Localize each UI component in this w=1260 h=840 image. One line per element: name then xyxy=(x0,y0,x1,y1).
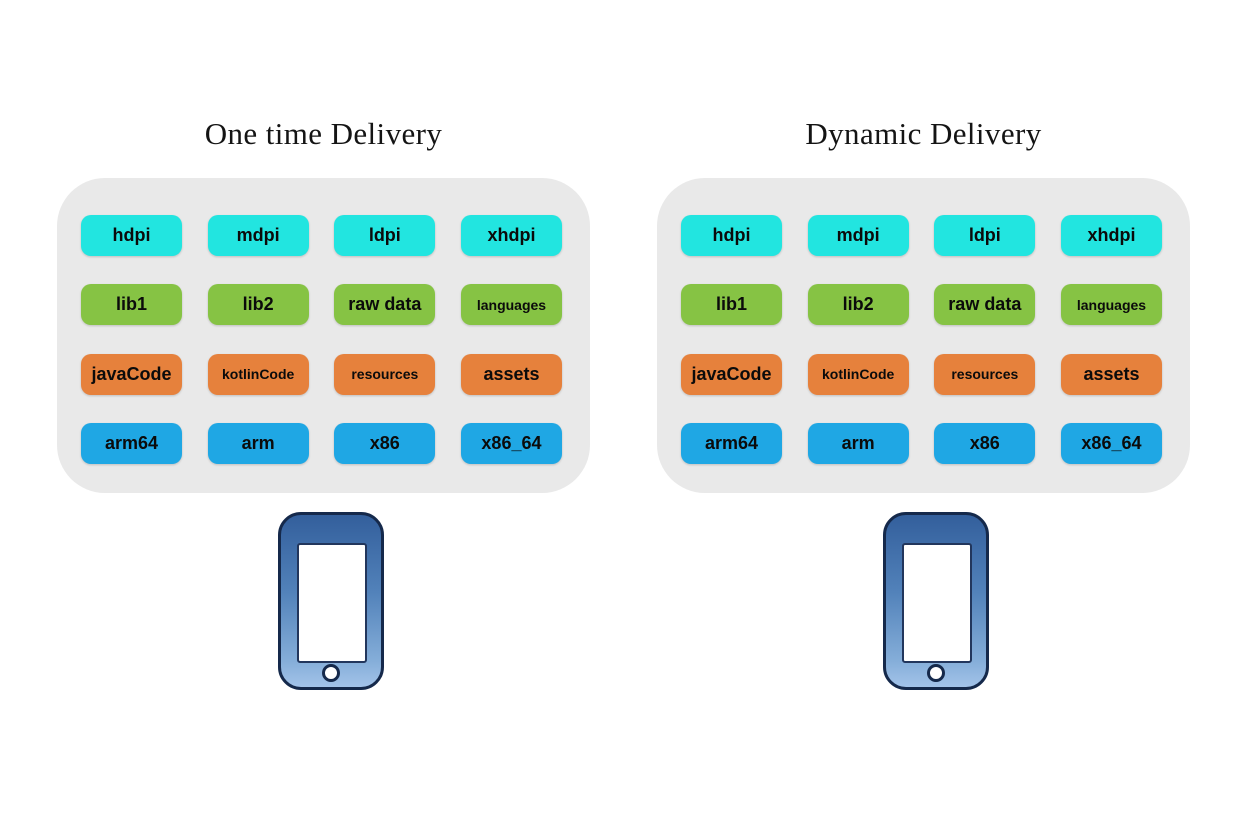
chip-languages: languages xyxy=(460,284,562,326)
phone-screen xyxy=(902,543,972,663)
chip-resources: resources xyxy=(334,353,436,395)
chip-row-orange: javaCode kotlinCode resources assets xyxy=(81,353,562,395)
chip-row-green: lib1 lib2 raw data languages xyxy=(681,284,1162,326)
dynamic-delivery-title: Dynamic Delivery xyxy=(805,116,1042,151)
chip-mdpi: mdpi xyxy=(807,215,909,256)
chip-javacode: javaCode xyxy=(81,353,182,395)
chip-lib2: lib2 xyxy=(207,284,309,326)
chip-x86: x86 xyxy=(934,422,1036,464)
chip-hdpi: hdpi xyxy=(81,215,182,256)
smartphone-icon xyxy=(883,512,989,690)
chip-row-cyan: hdpi mdpi ldpi xhdpi xyxy=(81,215,562,256)
chip-row-blue: arm64 arm x86 x86_64 xyxy=(681,422,1162,464)
chip-x86_64: x86_64 xyxy=(1060,422,1162,464)
chip-lib2: lib2 xyxy=(807,284,909,326)
chip-arm: arm xyxy=(807,422,909,464)
one-time-delivery-bundle-box: hdpi mdpi ldpi xhdpi lib1 lib2 raw data languag… xyxy=(57,178,590,493)
chip-xhdpi: xhdpi xyxy=(1060,215,1162,256)
chip-x86_64: x86_64 xyxy=(460,422,562,464)
chip-assets: assets xyxy=(460,353,562,395)
chip-arm: arm xyxy=(207,422,309,464)
chip-xhdpi: xhdpi xyxy=(460,215,562,256)
one-time-delivery-title: One time Delivery xyxy=(204,116,443,151)
chip-assets: assets xyxy=(1060,353,1162,395)
chip-row-blue: arm64 arm x86 x86_64 xyxy=(81,422,562,464)
chip-lib1: lib1 xyxy=(681,284,782,326)
phone-home-button-icon xyxy=(322,664,340,682)
chip-row-green: lib1 lib2 raw data languages xyxy=(81,284,562,326)
chip-ldpi: ldpi xyxy=(334,215,436,256)
chip-kotlincode: kotlinCode xyxy=(207,353,309,395)
chip-ldpi: ldpi xyxy=(934,215,1036,256)
chip-arm64: arm64 xyxy=(81,422,182,464)
chip-raw-data: raw data xyxy=(934,284,1036,326)
chip-x86: x86 xyxy=(334,422,436,464)
chip-arm64: arm64 xyxy=(681,422,782,464)
chip-resources: resources xyxy=(934,353,1036,395)
chip-lib1: lib1 xyxy=(81,284,182,326)
phone-screen xyxy=(297,543,367,663)
phone-home-button-icon xyxy=(927,664,945,682)
chip-mdpi: mdpi xyxy=(207,215,309,256)
chip-row-cyan: hdpi mdpi ldpi xhdpi xyxy=(681,215,1162,256)
chip-languages: languages xyxy=(1060,284,1162,326)
chip-raw-data: raw data xyxy=(334,284,436,326)
chip-row-orange: javaCode kotlinCode resources assets xyxy=(681,353,1162,395)
chip-hdpi: hdpi xyxy=(681,215,782,256)
chip-kotlincode: kotlinCode xyxy=(807,353,909,395)
smartphone-icon xyxy=(278,512,384,690)
chip-javacode: javaCode xyxy=(681,353,782,395)
dynamic-delivery-bundle-box: hdpi mdpi ldpi xhdpi lib1 lib2 raw data languag… xyxy=(657,178,1190,493)
